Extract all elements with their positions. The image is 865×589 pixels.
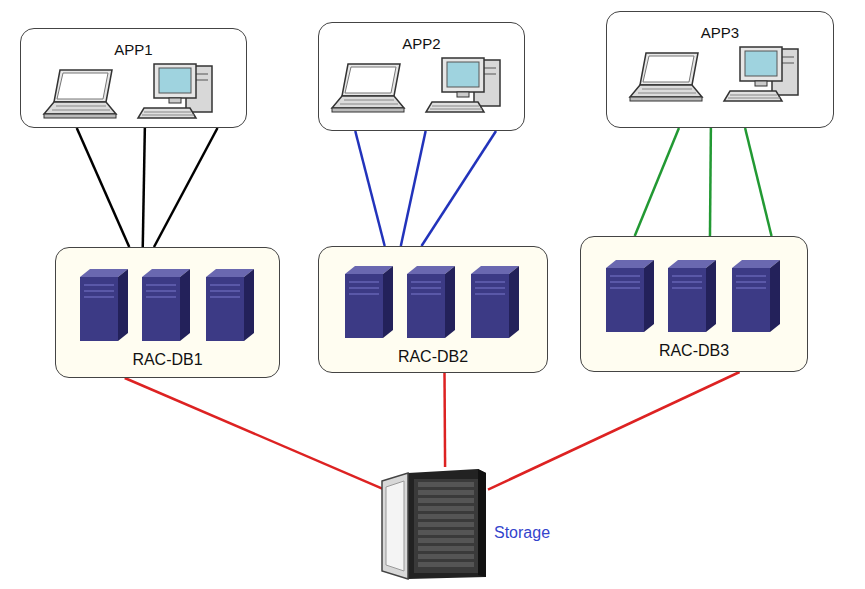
node-title: APP3 xyxy=(701,24,739,41)
node-title: RAC-DB3 xyxy=(659,342,729,360)
node-title: APP2 xyxy=(402,35,440,52)
desktop-icon xyxy=(134,60,226,122)
storage-rack xyxy=(378,467,488,580)
desktop-icon xyxy=(720,43,812,105)
laptop-icon xyxy=(330,60,408,116)
laptop-icon xyxy=(42,66,120,122)
server-icons xyxy=(604,258,784,336)
laptop-icon xyxy=(628,49,706,105)
connection-line xyxy=(443,373,446,467)
connection-line xyxy=(635,128,679,236)
connection-line xyxy=(422,131,497,246)
db-cluster: RAC-DB3 xyxy=(580,236,808,372)
connection-line xyxy=(77,128,130,247)
storage-node: Storage xyxy=(378,467,488,580)
connection-line xyxy=(745,128,771,236)
server-icons xyxy=(343,264,523,342)
db-cluster: RAC-DB1 xyxy=(55,247,280,378)
server-icons xyxy=(78,267,258,345)
connection-line xyxy=(143,128,145,247)
connection-line xyxy=(355,131,384,246)
connection-line xyxy=(401,131,426,246)
node-title: RAC-DB1 xyxy=(132,351,202,369)
storage-label: Storage xyxy=(494,524,550,542)
connection-line xyxy=(154,128,217,247)
desktop-icon xyxy=(422,54,514,116)
connection-line xyxy=(125,378,385,490)
node-title: RAC-DB2 xyxy=(398,348,468,366)
app-group: APP3 xyxy=(606,11,834,128)
connection-line xyxy=(488,372,740,490)
app-group: APP2 xyxy=(318,22,525,131)
app-group: APP1 xyxy=(20,28,247,128)
db-cluster: RAC-DB2 xyxy=(318,246,548,373)
connection-line xyxy=(709,128,712,236)
node-title: APP1 xyxy=(114,41,152,58)
